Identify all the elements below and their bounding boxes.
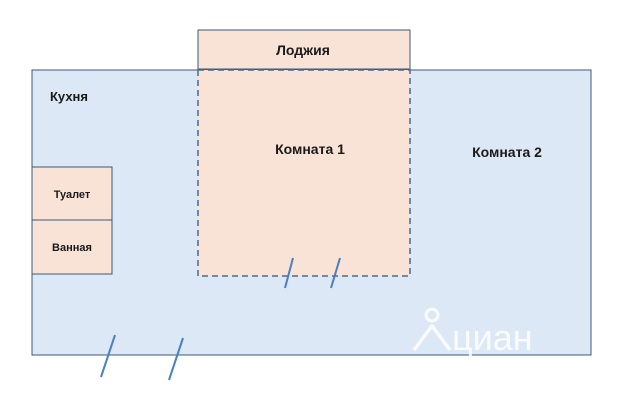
door-mark	[100, 334, 116, 378]
door-mark	[284, 257, 294, 289]
watermark-logo: циан	[412, 307, 533, 358]
bathroom-area	[31, 219, 113, 275]
kitchen-label: Кухня	[50, 89, 88, 104]
room2-label: Комната 2	[472, 144, 542, 160]
loggia-label: Лоджия	[276, 42, 330, 58]
room1-label: Комната 1	[275, 141, 345, 157]
loggia-area	[197, 29, 411, 70]
bathroom-label: Ванная	[52, 242, 92, 254]
cian-logo-icon	[412, 307, 452, 352]
watermark-text: циан	[452, 317, 533, 358]
room1-area	[197, 69, 411, 277]
toilet-area	[31, 166, 113, 221]
door-mark	[330, 257, 341, 289]
door-mark	[168, 337, 184, 381]
toilet-label: Туалет	[54, 189, 91, 201]
